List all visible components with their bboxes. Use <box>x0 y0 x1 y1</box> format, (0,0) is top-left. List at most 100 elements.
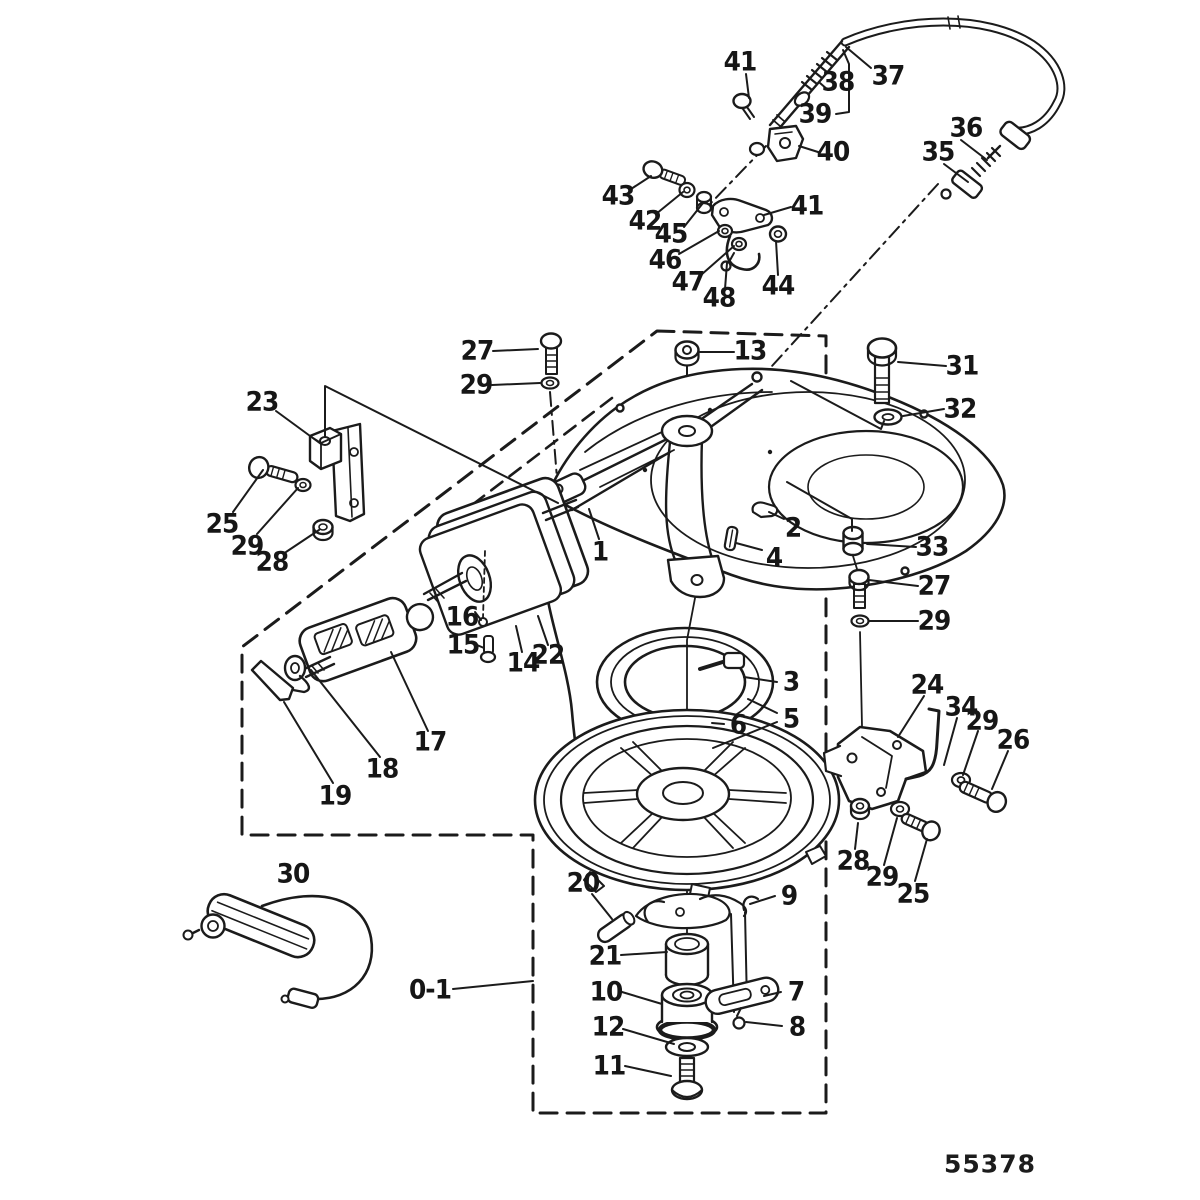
washer-29-right <box>852 616 869 627</box>
callout-28-23: 28 <box>255 546 290 578</box>
callout-28-44: 28 <box>836 845 871 877</box>
callout-1-24: 1 <box>591 536 609 568</box>
callout-14-32: 14 <box>506 647 541 679</box>
callout-29-29: 29 <box>917 605 952 637</box>
callout-16-30: 16 <box>445 601 480 633</box>
callout-18-35: 18 <box>365 753 400 785</box>
screw-25-left <box>247 455 300 489</box>
callout-29-42: 29 <box>965 705 1000 737</box>
bolt-part-15 <box>481 636 495 662</box>
throttle-rod-assembly <box>734 41 850 161</box>
bolt-27-left <box>541 334 561 375</box>
callout-25-46: 25 <box>896 878 931 910</box>
callout-35-6: 35 <box>921 136 956 168</box>
callout-24-40: 24 <box>910 669 945 701</box>
bolt-part-26 <box>956 777 1009 815</box>
callout-27-15: 27 <box>460 335 495 367</box>
bolt-27-right <box>850 570 869 608</box>
bushing-part-10 <box>657 984 717 1039</box>
callout-41-10: 41 <box>790 190 825 222</box>
bellows-seal <box>411 474 595 638</box>
callout-22-33: 22 <box>531 639 566 671</box>
bushing-part-21 <box>666 934 708 985</box>
bolt-31 <box>868 339 896 404</box>
washer-29-bracket2 <box>891 802 909 816</box>
rope-pulley-5 <box>535 710 839 898</box>
callout-9-49: 9 <box>780 880 798 912</box>
pin-part-20 <box>595 910 636 945</box>
shaft-part-18 <box>285 656 334 692</box>
anchor-block-17 <box>296 586 442 685</box>
callout-31-18: 31 <box>945 350 980 382</box>
bolt-25-bracket <box>898 809 943 843</box>
callout-29-45: 29 <box>865 861 900 893</box>
callout-39-3: 39 <box>798 98 833 130</box>
starter-shaft <box>424 500 578 602</box>
callout-47-12: 47 <box>671 266 706 298</box>
washer-29-left <box>296 479 311 491</box>
friction-plate-9 <box>636 894 758 1012</box>
callout-27-28: 27 <box>917 570 952 602</box>
callout-0-1-56: 0-1 <box>408 974 452 1006</box>
callout-29-16: 29 <box>459 369 494 401</box>
callout-25-21: 25 <box>205 508 240 540</box>
callout-3-37: 3 <box>782 666 800 698</box>
callout-45-9: 45 <box>654 218 689 250</box>
mount-position-lines <box>325 50 884 726</box>
throttle-cable <box>845 16 1061 131</box>
callout-46-11: 46 <box>648 244 683 276</box>
callout-40-4: 40 <box>816 136 851 168</box>
washer-part-12 <box>666 1038 708 1056</box>
callout-34-41: 34 <box>944 691 979 723</box>
callout-2-25: 2 <box>784 512 802 544</box>
bracket-23 <box>310 424 364 521</box>
grommet-33 <box>844 527 863 555</box>
screw-part-8 <box>734 1008 745 1029</box>
callout-42-8: 42 <box>628 205 663 237</box>
callout-44-14: 44 <box>761 270 796 302</box>
callout-19-36: 19 <box>318 780 353 812</box>
callout-leader-lines <box>233 47 1008 1076</box>
pawl-part-7 <box>703 975 781 1016</box>
screw-part-11 <box>672 1058 702 1099</box>
callout-36-5: 36 <box>949 112 984 144</box>
pin-part-4 <box>724 526 738 550</box>
callout-32-19: 32 <box>943 393 978 425</box>
link-rod-34 <box>906 709 939 779</box>
callout-17-34: 17 <box>413 726 448 758</box>
cable-end-fitting <box>942 120 1032 200</box>
callout-6-38: 6 <box>729 709 747 741</box>
callout-13-17: 13 <box>733 335 768 367</box>
callout-37-1: 37 <box>871 60 906 92</box>
callout-38-2: 38 <box>821 66 856 98</box>
callout-7-52: 7 <box>787 976 805 1008</box>
callout-15-31: 15 <box>446 629 481 661</box>
callout-8-54: 8 <box>788 1011 806 1043</box>
callout-48-13: 48 <box>702 282 737 314</box>
callout-30-47: 30 <box>276 858 311 890</box>
callout-21-50: 21 <box>588 940 623 972</box>
callout-43-7: 43 <box>601 180 636 212</box>
callout-20-48: 20 <box>566 867 601 899</box>
callout-33-27: 33 <box>915 531 950 563</box>
callout-26-43: 26 <box>996 724 1031 756</box>
callout-5-39: 5 <box>782 703 800 735</box>
callout-10-51: 10 <box>589 976 624 1008</box>
callout-4-26: 4 <box>765 542 783 574</box>
callout-23-20: 23 <box>245 386 280 418</box>
callout-12-53: 12 <box>591 1011 626 1043</box>
starter-handle-30 <box>184 889 372 1009</box>
nut-28-left <box>314 520 333 540</box>
washer-32 <box>875 410 902 425</box>
callout-41-0: 41 <box>723 46 758 78</box>
key-part-19 <box>252 661 293 700</box>
washer-29-topleft <box>542 378 559 389</box>
callout-29-22: 29 <box>230 530 265 562</box>
screw-leader-dashed-16 <box>483 551 485 618</box>
callout-11-55: 11 <box>592 1050 627 1082</box>
lever-bracket-cluster <box>641 159 786 271</box>
nut-13 <box>676 342 699 366</box>
nut-28-bracket <box>851 799 869 819</box>
